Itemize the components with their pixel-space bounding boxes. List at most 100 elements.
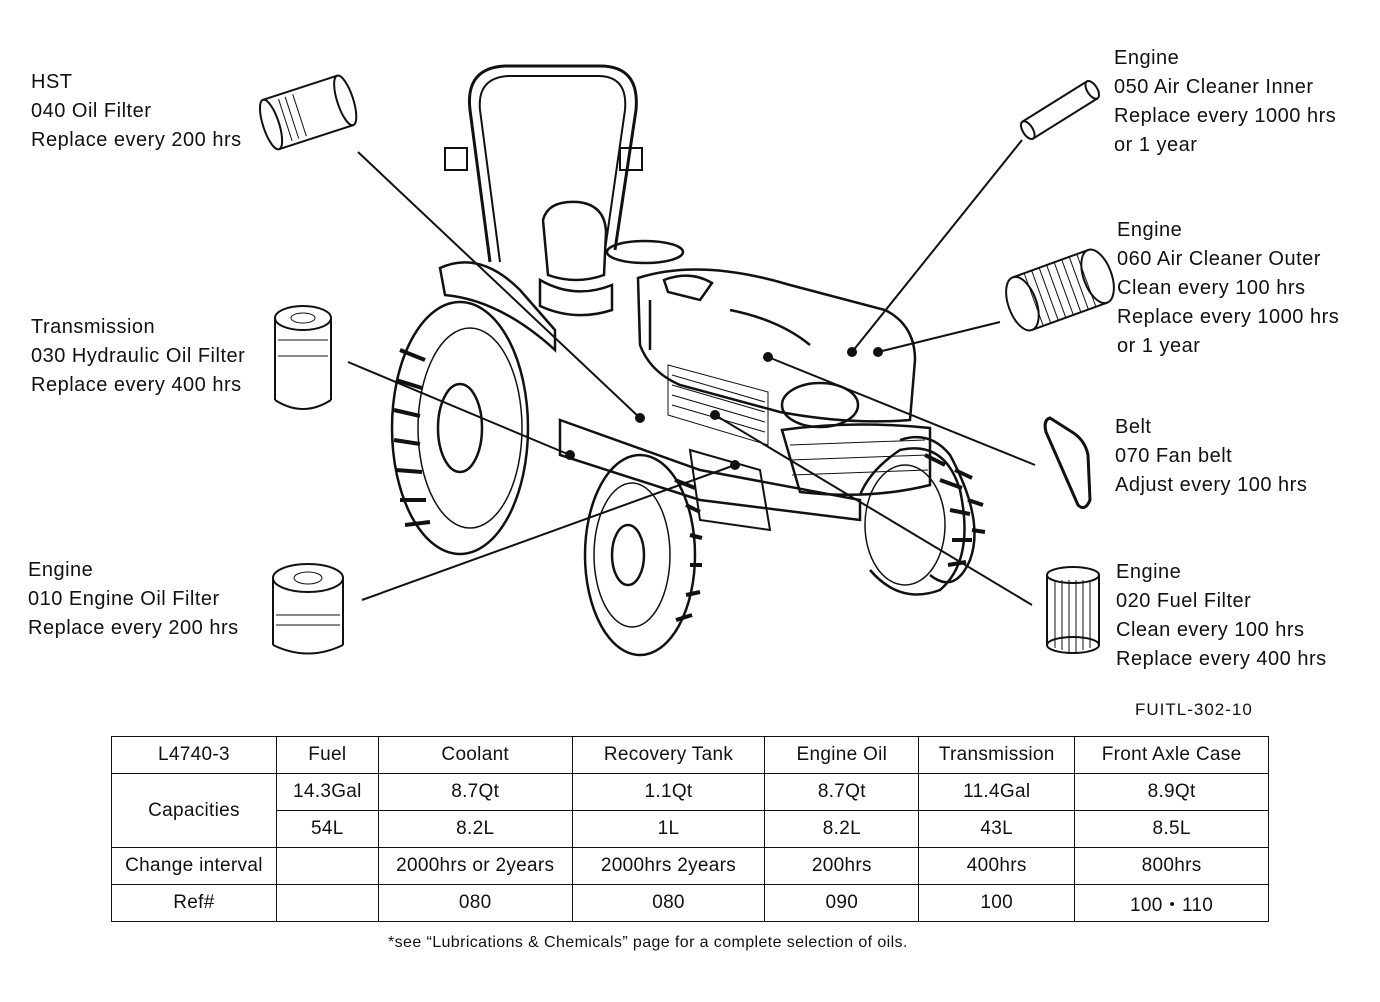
fuel-filter-icon (1046, 566, 1100, 654)
table-cell: Change interval (111, 847, 277, 885)
header-model: L4740-3 (111, 736, 277, 774)
table-cell: 200hrs (764, 847, 920, 885)
callout-fuel-filter: Engine 020 Fuel Filter Clean every 100 h… (1116, 558, 1327, 674)
table-cell: 43L (918, 810, 1076, 848)
table-row: 54L 8.2L 1L 8.2L 43L 8.5L (112, 810, 1269, 848)
callout-air-cleaner-outer: Engine 060 Air Cleaner Outer Clean every… (1117, 216, 1339, 361)
leader-hst (357, 151, 641, 419)
hood (636, 268, 917, 423)
table-cell: 8.9Qt (1074, 773, 1269, 811)
engine-oil-filter-icon (272, 563, 344, 655)
engine-block (688, 448, 772, 532)
side-grille (667, 364, 769, 446)
callout-line: Replace every 200 hrs (31, 129, 242, 151)
rear-left-tire (390, 300, 530, 556)
callout-line: 010 Engine Oil Filter (28, 588, 220, 610)
table-cell: 8.7Qt (764, 773, 920, 811)
header-coolant: Coolant (377, 736, 573, 774)
front-left-tire (583, 453, 703, 657)
rear-right-tire (858, 447, 972, 596)
callout-line: 030 Hydraulic Oil Filter (31, 345, 246, 367)
table-cell: 8.7Qt (377, 773, 573, 811)
steering-wheel (605, 239, 685, 265)
callout-line: Clean every 100 hrs (1116, 619, 1305, 641)
header-fuel: Fuel (275, 736, 379, 774)
table-cell: 400hrs (918, 847, 1076, 885)
callout-line: 050 Air Cleaner Inner (1114, 76, 1314, 98)
seat (538, 200, 614, 317)
table-cell: 080 (571, 884, 766, 922)
callout-line: Engine (1116, 561, 1182, 583)
table-cell (275, 884, 379, 922)
callout-line: Engine (1117, 219, 1183, 241)
callout-line: Replace every 400 hrs (1116, 648, 1327, 670)
table-cell: 8.5L (1074, 810, 1269, 848)
leader-transmission (347, 361, 571, 456)
callout-line: or 1 year (1114, 134, 1198, 156)
table-cell: Ref# (111, 884, 277, 922)
table-cell: 1L (571, 810, 766, 848)
table-row: Change interval 2000hrs or 2years 2000hr… (111, 847, 1269, 885)
chassis (558, 418, 862, 522)
leader-belt (767, 356, 1036, 466)
header-transmission: Transmission (918, 736, 1076, 774)
tractor-diagram (258, 64, 1115, 657)
callout-line: Belt (1115, 416, 1152, 438)
leader-air-outer (877, 321, 1001, 353)
callout-fan-belt: Belt 070 Fan belt Adjust every 100 hrs (1115, 413, 1307, 500)
air-cleaner-outer-icon (1005, 248, 1115, 332)
hydraulic-oil-filter-icon (274, 305, 332, 410)
callout-line: Replace every 200 hrs (28, 617, 239, 639)
table-row: Ref# 080 080 090 100 100・110 (111, 884, 1269, 922)
callout-line: 060 Air Cleaner Outer (1117, 248, 1321, 270)
table-cell: 11.4Gal (918, 773, 1076, 811)
table-cell: 800hrs (1074, 847, 1269, 885)
leader-air-inner (851, 139, 1023, 353)
table-cell: 2000hrs or 2years (377, 847, 573, 885)
table-cell: 14.3Gal (275, 773, 379, 811)
callout-line: Engine (28, 559, 94, 581)
figure-code: FUITL-302-10 (1135, 700, 1253, 719)
table-cell: 100 (918, 884, 1076, 922)
capacities-label: Capacities (111, 773, 277, 848)
footnote: *see “Lubrications & Chemicals” page for… (388, 934, 908, 951)
rops-frame (444, 64, 643, 263)
table-header-row: L4740-3 Fuel Coolant Recovery Tank Engin… (111, 736, 1269, 774)
callout-line: Engine (1114, 47, 1180, 69)
fan-belt-icon (1043, 416, 1092, 510)
header-front-axle-case: Front Axle Case (1074, 736, 1269, 774)
table-cell: 8.2L (764, 810, 920, 848)
capacities-table: L4740-3 Fuel Coolant Recovery Tank Engin… (111, 736, 1269, 922)
table-cell: 090 (764, 884, 920, 922)
callout-line: 070 Fan belt (1115, 445, 1233, 467)
callout-air-cleaner-inner: Engine 050 Air Cleaner Inner Replace eve… (1114, 44, 1336, 160)
callout-line: Replace every 400 hrs (31, 374, 242, 396)
header-recovery-tank: Recovery Tank (571, 736, 766, 774)
table-cell (275, 847, 379, 885)
callout-hydraulic-oil-filter: Transmission 030 Hydraulic Oil Filter Re… (31, 313, 245, 400)
callout-engine-oil-filter: Engine 010 Engine Oil Filter Replace eve… (28, 556, 239, 643)
fender (438, 261, 557, 353)
leader-fuel-filter (714, 414, 1033, 606)
table-cell: 1.1Qt (571, 773, 766, 811)
table-cell: 8.2L (377, 810, 573, 848)
callout-line: or 1 year (1117, 335, 1201, 357)
table-cell: 080 (377, 884, 573, 922)
table-cell: 54L (275, 810, 379, 848)
callout-line: 040 Oil Filter (31, 100, 152, 122)
callout-line: HST (31, 71, 73, 93)
callout-line: Adjust every 100 hrs (1115, 474, 1308, 496)
callout-line: Replace every 1000 hrs (1117, 306, 1340, 328)
hst-oil-filter-icon (258, 74, 358, 151)
air-cleaner-inner-icon (1019, 79, 1101, 141)
callout-line: 020 Fuel Filter (1116, 590, 1252, 612)
front-right-tire (899, 435, 986, 584)
leader-engine-oil (361, 464, 736, 601)
table-cell: 100・110 (1074, 884, 1269, 922)
callout-hst-oil-filter: HST 040 Oil Filter Replace every 200 hrs (31, 68, 242, 155)
callout-line: Transmission (31, 316, 156, 338)
callout-line: Replace every 1000 hrs (1114, 105, 1337, 127)
header-engine-oil: Engine Oil (764, 736, 920, 774)
table-row: Capacities 14.3Gal 8.7Qt 1.1Qt 8.7Qt 11.… (111, 773, 1269, 848)
callout-line: Clean every 100 hrs (1117, 277, 1306, 299)
